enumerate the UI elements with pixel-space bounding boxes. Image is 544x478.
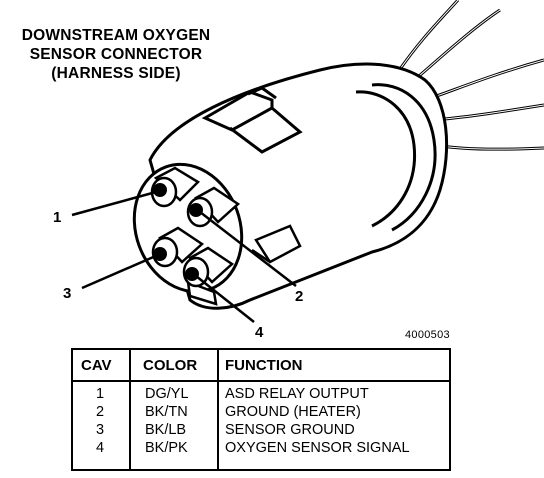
leader-lines xyxy=(71,190,297,323)
callout-1: 1 xyxy=(53,209,62,226)
callout-2: 2 xyxy=(295,288,304,305)
cell-function: OXYGEN SENSOR SIGNAL xyxy=(225,440,410,456)
header-color: COLOR xyxy=(143,357,198,374)
table-row: 2 BK/TN GROUND (HEATER) xyxy=(73,404,449,422)
cell-function: ASD RELAY OUTPUT xyxy=(225,386,369,402)
header-cav: CAV xyxy=(81,357,112,374)
callout-3: 3 xyxy=(63,285,72,302)
figure-id: 4000503 xyxy=(405,329,450,341)
cell-color: DG/YL xyxy=(145,386,189,402)
cell-function: SENSOR GROUND xyxy=(225,422,355,438)
leader-line-1 xyxy=(71,190,157,217)
cell-cav: 1 xyxy=(96,386,105,402)
table-row: 1 DG/YL ASD RELAY OUTPUT xyxy=(73,386,449,404)
cell-cav: 2 xyxy=(96,404,105,420)
cell-color: BK/TN xyxy=(145,404,188,420)
table-row: 3 BK/LB SENSOR GROUND xyxy=(73,422,449,440)
pinout-table: CAV COLOR FUNCTION 1 DG/YL ASD RELAY OUT… xyxy=(71,348,451,471)
callout-4: 4 xyxy=(255,324,264,341)
cell-color: BK/LB xyxy=(145,422,187,438)
terminal-cav-1 xyxy=(150,166,201,208)
leader-line-2 xyxy=(199,211,297,287)
column-divider xyxy=(217,350,219,469)
diagram-title: DOWNSTREAM OXYGEN SENSOR CONNECTOR (HARN… xyxy=(0,26,232,83)
column-divider xyxy=(129,350,131,469)
cell-cav: 3 xyxy=(96,422,105,438)
cell-color: BK/PK xyxy=(145,440,188,456)
leader-line-4 xyxy=(195,275,255,323)
title-line-3: (HARNESS SIDE) xyxy=(51,65,181,82)
header-divider xyxy=(73,380,449,382)
cell-function: GROUND (HEATER) xyxy=(225,404,361,420)
terminal-cav-3 xyxy=(151,226,205,268)
cell-cav: 4 xyxy=(96,440,105,456)
terminal-cav-2 xyxy=(186,186,241,228)
leader-line-3 xyxy=(81,253,159,290)
table-row: 4 BK/PK OXYGEN SENSOR SIGNAL xyxy=(73,440,449,458)
terminal-cav-4 xyxy=(182,246,235,288)
title-line-1: DOWNSTREAM OXYGEN xyxy=(21,27,211,44)
title-line-2: SENSOR CONNECTOR xyxy=(29,46,203,63)
header-function: FUNCTION xyxy=(225,357,303,374)
